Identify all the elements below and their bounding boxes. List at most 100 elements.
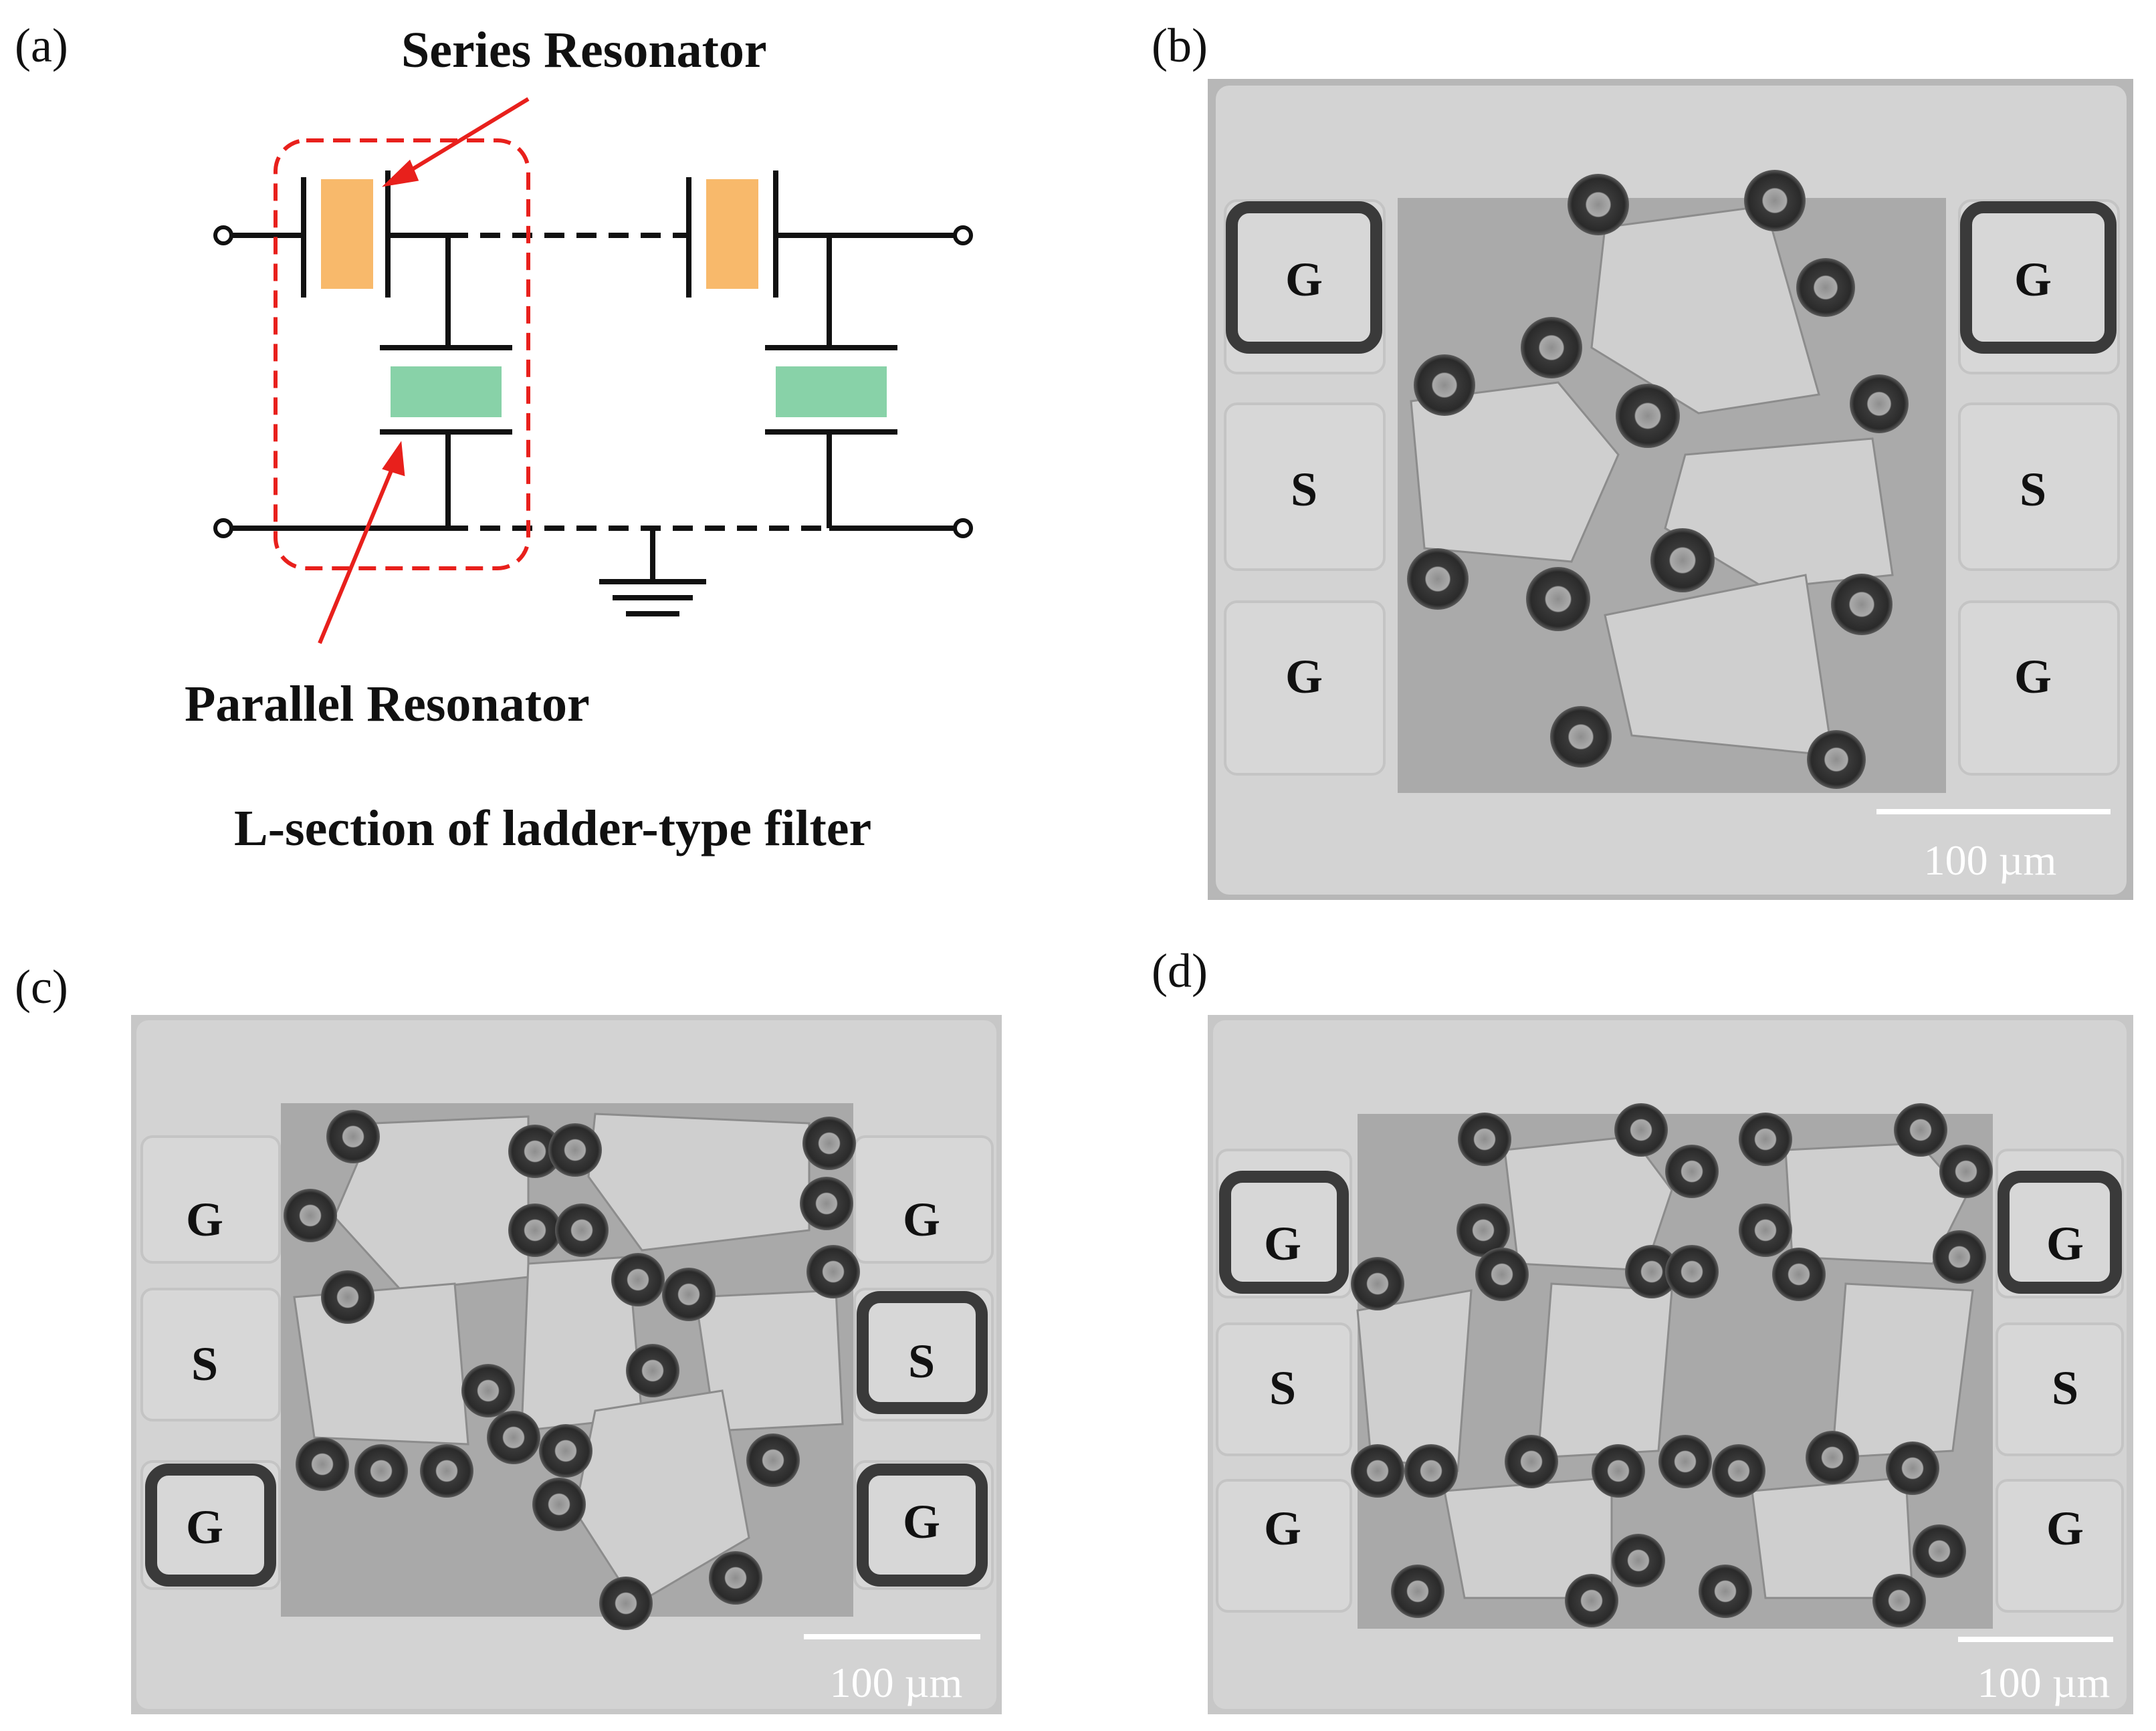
- via: [599, 1577, 653, 1630]
- via: [321, 1270, 374, 1324]
- pad-c-mid-right: [853, 1288, 994, 1421]
- parallel-resonator-label: Parallel Resonator: [185, 676, 590, 732]
- via: [1475, 1248, 1529, 1301]
- via: [508, 1203, 562, 1257]
- pad-labels-c: G S G G S G: [186, 1193, 940, 1554]
- via: [1351, 1257, 1404, 1310]
- via: [1650, 528, 1715, 592]
- via: [1658, 1435, 1712, 1488]
- pad-label: S: [1269, 1361, 1296, 1415]
- pad-label: S: [1291, 463, 1317, 516]
- pad-label: G: [2046, 1217, 2084, 1270]
- via: [1933, 1230, 1986, 1284]
- vias-c: [284, 1110, 860, 1630]
- panel-d-label: (d): [1152, 944, 1208, 998]
- panel-b: (b): [1152, 19, 2133, 900]
- via: [1351, 1444, 1404, 1498]
- via: [611, 1253, 665, 1306]
- via: [709, 1551, 762, 1605]
- micrograph-b: G S G G S G 100 µm: [1208, 79, 2133, 900]
- micrograph-d: G S G G S G 100 µm: [1208, 1015, 2133, 1714]
- input-terminal-bottom: [213, 518, 233, 538]
- pad-label: G: [1264, 1217, 1301, 1270]
- resonators-d: [1356, 1135, 1974, 1599]
- via: [1505, 1435, 1558, 1488]
- via: [1939, 1145, 1993, 1198]
- pad-d-top-left: [1216, 1149, 1352, 1298]
- probe-mark-c-bottom-right: [857, 1464, 988, 1587]
- via: [1550, 706, 1612, 768]
- probe-mark-c-bottom-left: [145, 1464, 276, 1587]
- output-terminal-top: [953, 225, 973, 245]
- via: [508, 1125, 562, 1178]
- via: [1616, 384, 1680, 448]
- via: [326, 1110, 380, 1163]
- via: [1407, 548, 1469, 610]
- via: [532, 1478, 586, 1531]
- via: [1526, 567, 1590, 631]
- pad-label: S: [191, 1337, 218, 1391]
- parallel-arrow: [318, 461, 397, 645]
- probe-mark-b-top-right: [1960, 201, 2117, 354]
- via: [1796, 258, 1855, 317]
- pad-label: G: [186, 1193, 223, 1246]
- pad-label: G: [1285, 650, 1323, 703]
- via: [662, 1268, 716, 1321]
- via: [1458, 1113, 1511, 1166]
- scale-bar-c-label: 100 µm: [830, 1659, 963, 1706]
- via: [487, 1411, 540, 1464]
- pad-label: S: [2052, 1361, 2078, 1415]
- pad-b-top-right: [1958, 199, 2120, 374]
- pad-b-mid-right: [1958, 402, 2120, 571]
- via: [806, 1245, 860, 1298]
- pad-label: G: [903, 1495, 940, 1548]
- via: [461, 1364, 515, 1417]
- via: [1612, 1534, 1665, 1587]
- via: [296, 1437, 349, 1491]
- pad-b-mid-left: [1224, 402, 1386, 571]
- pad-labels-b: G S G G S G: [1285, 253, 2052, 703]
- series-resonator-label: Series Resonator: [401, 22, 767, 78]
- via: [1665, 1245, 1719, 1298]
- via: [1744, 170, 1806, 231]
- pad-label: G: [2046, 1502, 2084, 1555]
- parallel-resonator-2: [776, 366, 887, 417]
- pad-label: S: [908, 1335, 935, 1388]
- pad-b-bottom-left: [1224, 600, 1386, 776]
- annotation-arrows: [318, 97, 530, 645]
- pad-d-bottom-left: [1216, 1479, 1352, 1613]
- pad-b-top-left: [1224, 199, 1386, 374]
- via: [1568, 174, 1629, 235]
- via: [802, 1117, 856, 1170]
- series-resonator-1: [321, 179, 373, 289]
- via: [1391, 1565, 1444, 1618]
- pad-c-bottom-right: [853, 1460, 994, 1590]
- pad-label: G: [186, 1500, 223, 1554]
- panel-a: (a): [15, 19, 973, 856]
- via: [1739, 1203, 1792, 1257]
- via: [539, 1424, 592, 1478]
- via: [1894, 1103, 1947, 1157]
- via: [1699, 1565, 1752, 1618]
- parallel-resonator-1: [391, 366, 502, 417]
- resonators-c: [293, 1113, 844, 1607]
- via: [555, 1203, 609, 1257]
- probe-mark-c-mid-right: [857, 1291, 988, 1414]
- pad-c-bottom-left: [140, 1460, 281, 1590]
- pad-d-mid-right: [1996, 1322, 2124, 1456]
- via: [548, 1123, 602, 1177]
- via: [1831, 574, 1893, 635]
- vias-b: [1407, 170, 1909, 789]
- via: [1772, 1248, 1826, 1301]
- pad-label: G: [2014, 253, 2052, 306]
- via: [1913, 1524, 1966, 1578]
- probe-mark-b-top-left: [1226, 201, 1382, 354]
- via: [1565, 1574, 1618, 1627]
- via: [1457, 1203, 1510, 1257]
- series-resonator-2: [706, 179, 758, 289]
- pad-d-mid-left: [1216, 1322, 1352, 1456]
- via: [1739, 1113, 1792, 1166]
- probe-mark-d-top-right: [1998, 1171, 2122, 1294]
- pad-c-mid-left: [140, 1288, 281, 1421]
